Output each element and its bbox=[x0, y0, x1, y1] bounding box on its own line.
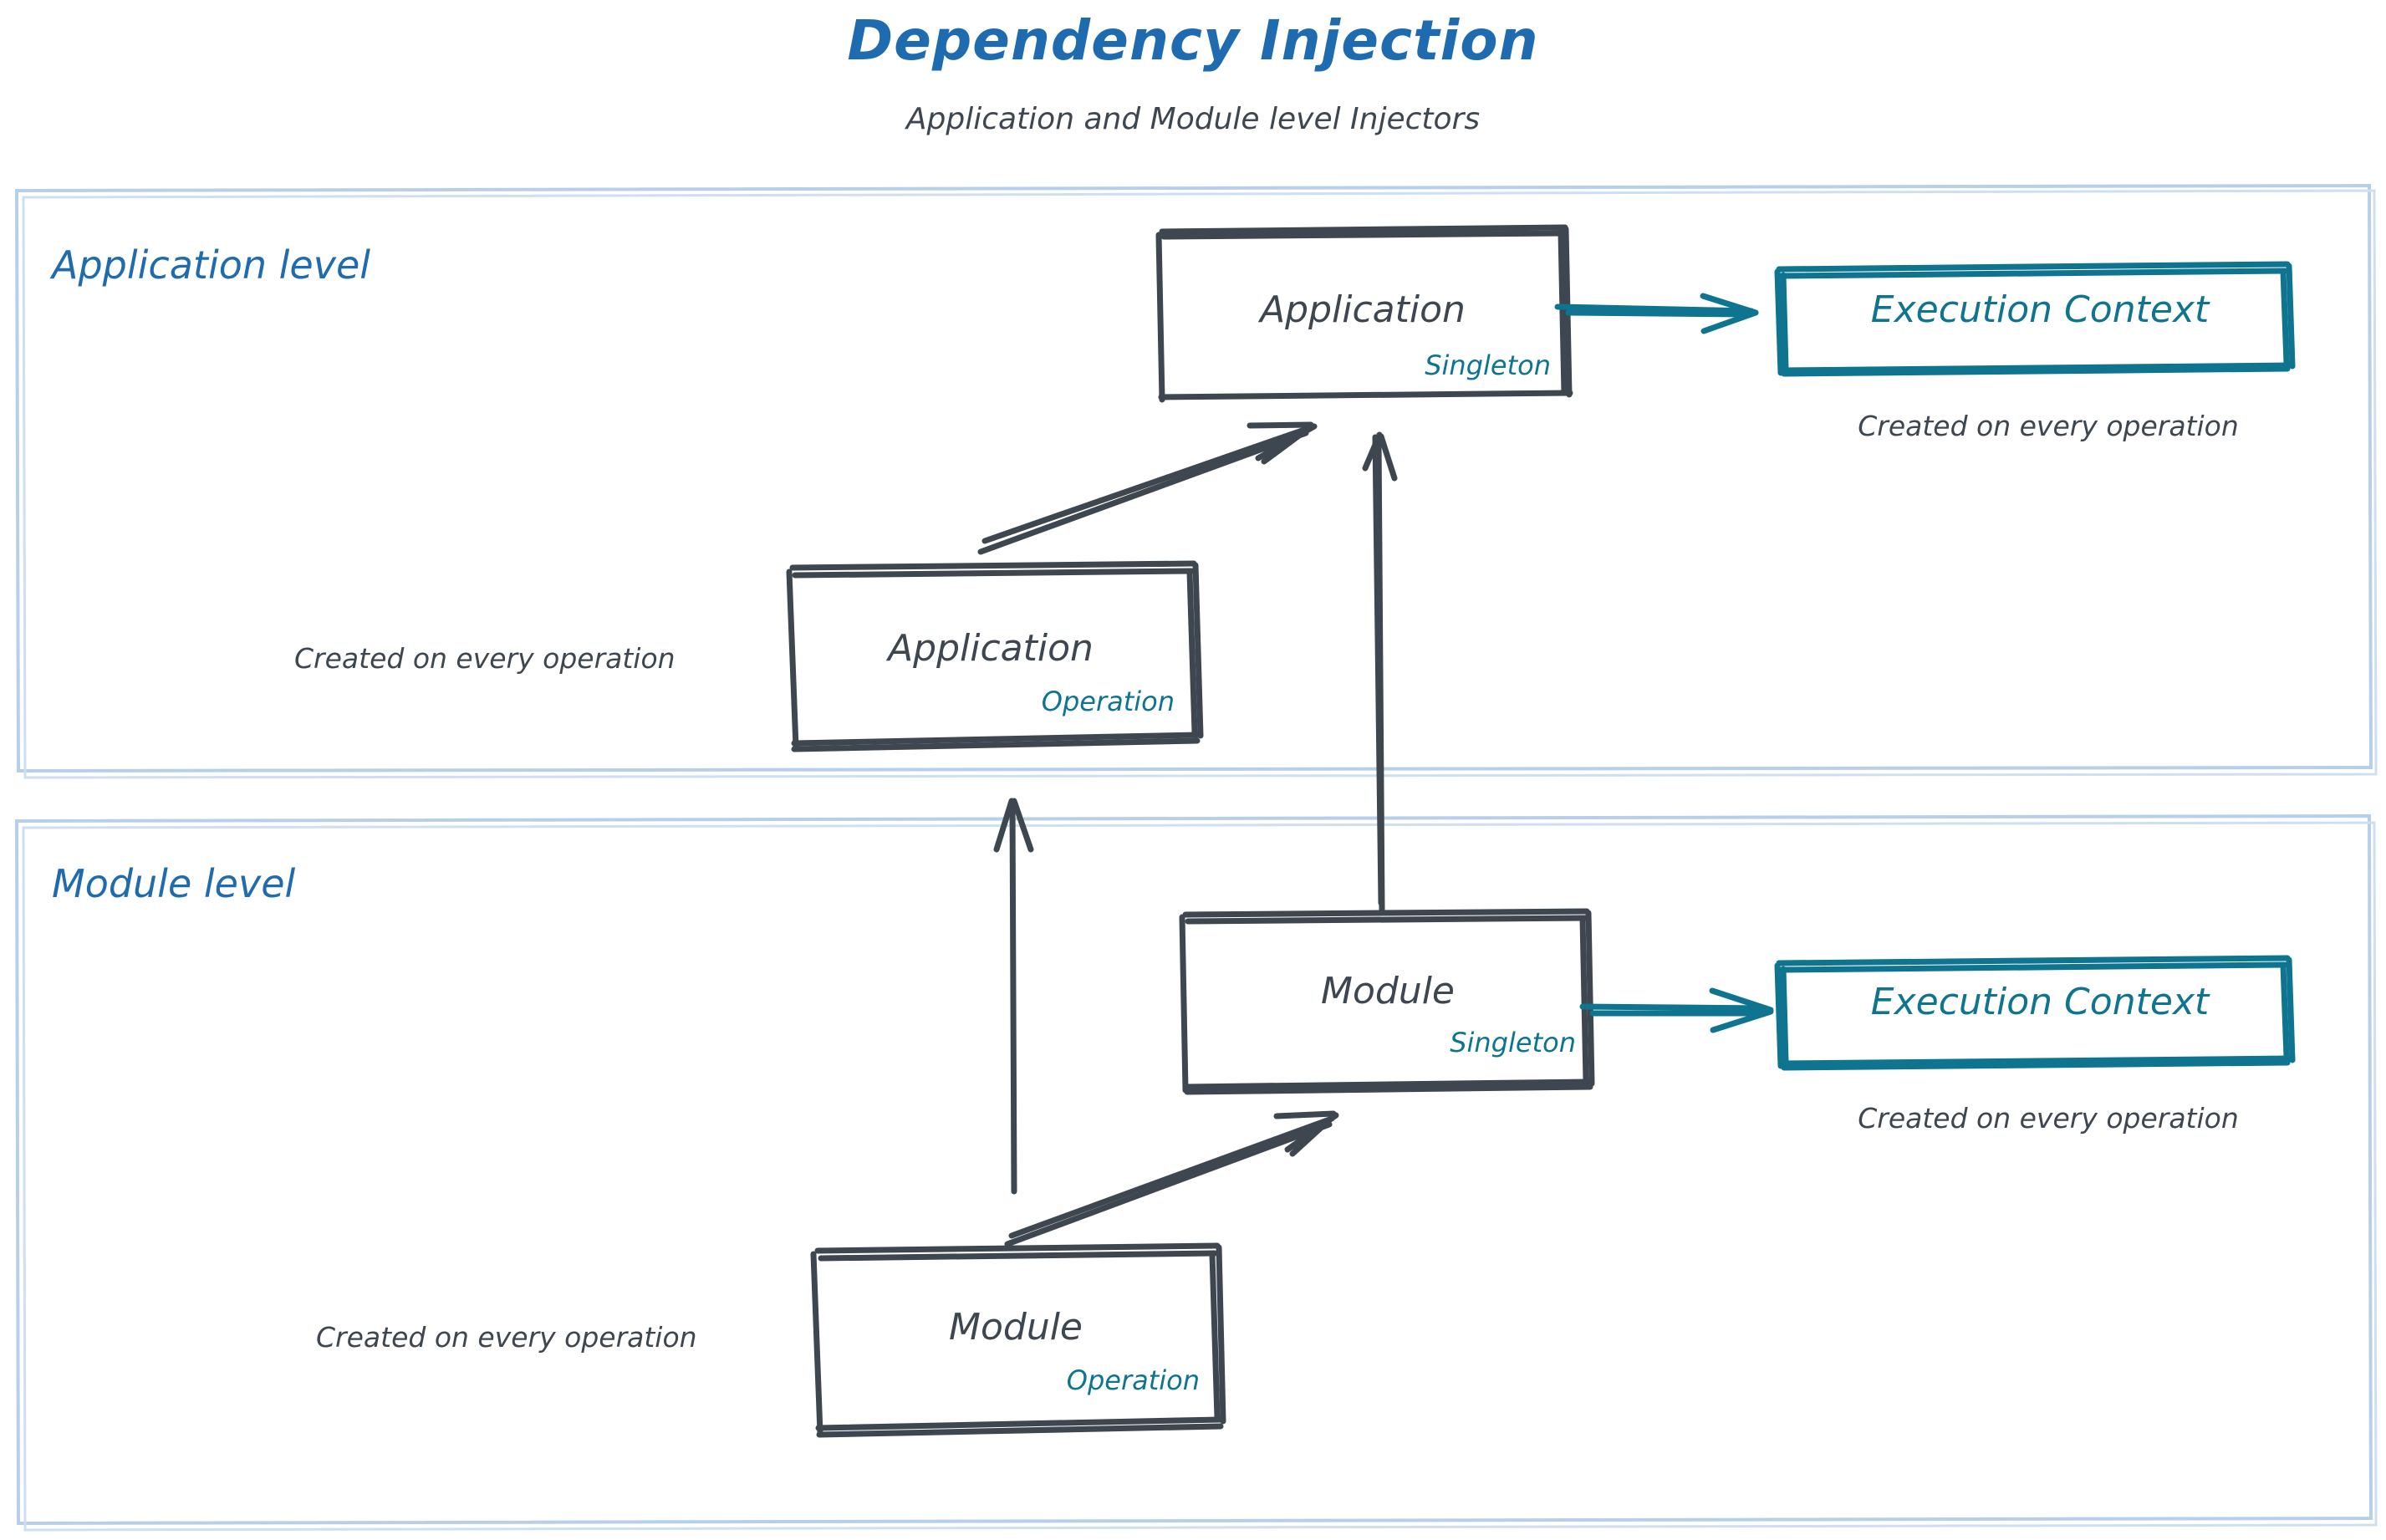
edge-app-singleton-to-ctx-app bbox=[1554, 293, 1759, 334]
node-label-mod-operation: Module bbox=[949, 1306, 1083, 1349]
lane-module-level-border bbox=[14, 813, 2378, 1532]
node-ctx-app-box[interactable] bbox=[1774, 261, 2296, 377]
node-label-ctx-mod: Execution Context bbox=[1870, 981, 2210, 1023]
page-subtitle: Application and Module level Injectors bbox=[905, 102, 1481, 136]
lane-application-level-border bbox=[14, 183, 2378, 779]
caption-ctx-app: Created on every operation bbox=[1858, 410, 2239, 442]
node-app-singleton-box[interactable] bbox=[1155, 224, 1573, 403]
edge-mod-singleton-to-ctx-mod bbox=[1579, 987, 1774, 1033]
caption-mod-operation: Created on every operation bbox=[316, 1321, 697, 1354]
caption-ctx-mod: Created on every operation bbox=[1858, 1102, 2239, 1135]
node-scope-app-operation: Operation bbox=[1041, 686, 1175, 717]
node-scope-mod-singleton: Singleton bbox=[1450, 1027, 1576, 1058]
caption-app-operation: Created on every operation bbox=[294, 642, 676, 675]
lane-title-module-level: Module level bbox=[52, 861, 296, 906]
page-title: Dependency Injection bbox=[847, 8, 1539, 73]
node-label-app-singleton: Application bbox=[1260, 288, 1466, 331]
node-app-operation-box[interactable] bbox=[786, 560, 1204, 752]
lane-title-application-level: Application level bbox=[52, 242, 371, 288]
edge-mod-op-to-mod-singleton bbox=[1004, 1110, 1339, 1247]
node-label-app-operation: Application bbox=[888, 627, 1094, 670]
node-mod-operation-box[interactable] bbox=[810, 1242, 1226, 1438]
node-scope-app-singleton: Singleton bbox=[1425, 349, 1551, 381]
node-scope-mod-operation: Operation bbox=[1066, 1364, 1200, 1396]
node-ctx-mod-box[interactable] bbox=[1774, 955, 2296, 1071]
node-mod-singleton-box[interactable] bbox=[1179, 908, 1595, 1095]
node-label-mod-singleton: Module bbox=[1321, 970, 1455, 1012]
edge-mod-singleton-to-app-singleton bbox=[1362, 431, 1398, 913]
edge-app-op-to-app-singleton bbox=[977, 421, 1318, 555]
edge-mod-op-to-application-level bbox=[993, 798, 1034, 1195]
node-label-ctx-app: Execution Context bbox=[1870, 288, 2210, 331]
